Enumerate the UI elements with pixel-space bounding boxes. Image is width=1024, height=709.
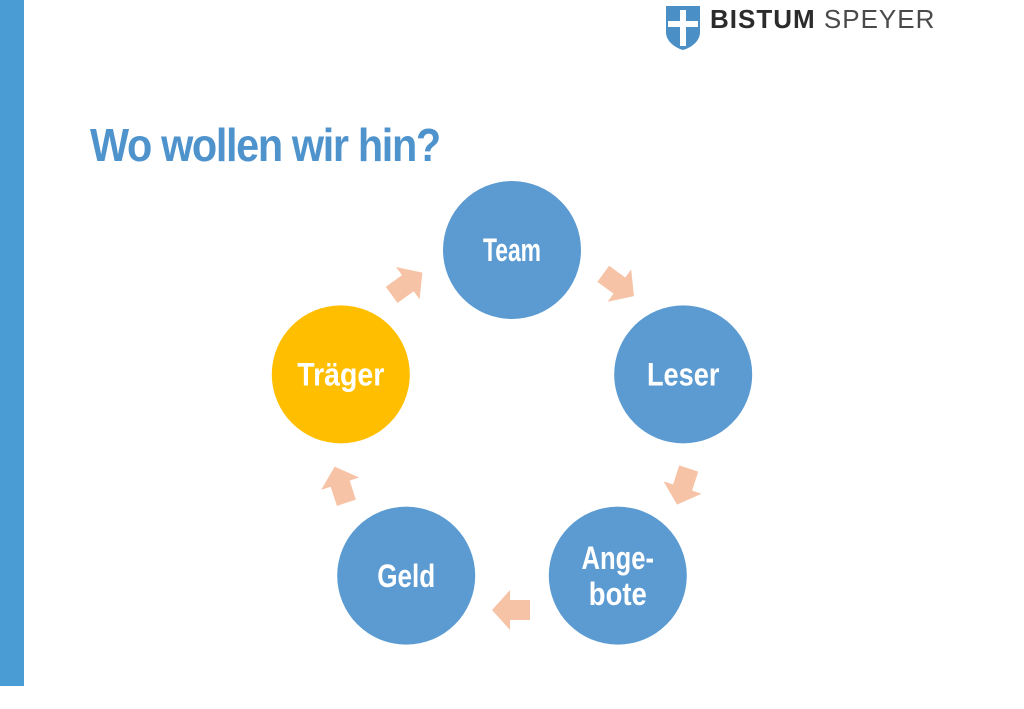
cycle-arrow — [492, 590, 530, 630]
cycle-node-label: Träger — [297, 357, 384, 393]
slide-title: Wo wollen wir hin? — [90, 119, 441, 171]
cycle-node-circle — [548, 506, 687, 645]
cycle-node-traeger: Träger — [271, 305, 410, 444]
shield-cross-icon — [666, 6, 700, 50]
cycle-node-circle — [337, 506, 476, 645]
cycle-node-circle — [271, 305, 410, 444]
cycle-arrow — [597, 265, 634, 302]
cycle-node-circle — [443, 181, 581, 319]
cycle-node-geld: Geld — [337, 506, 476, 645]
cycle-node-label: Team — [483, 232, 541, 268]
cycle-arrow — [385, 267, 423, 304]
cycle-node-team: Team — [443, 181, 581, 319]
cycle-node-label: Ange- — [582, 540, 655, 576]
cycle-arrow — [321, 466, 360, 506]
cycle-arrow — [663, 465, 702, 505]
logo-word-bistum: BISTUM — [710, 4, 816, 34]
cycle-node-circle — [614, 305, 753, 444]
bistum-speyer-logo: BISTUM SPEYER — [666, 6, 935, 52]
cycle-node-angebote: Ange-bote — [548, 506, 687, 645]
logo-word-speyer: SPEYER — [823, 4, 936, 34]
logo-text: BISTUM SPEYER — [710, 6, 935, 32]
cycle-node-leser: Leser — [614, 305, 753, 444]
cycle-node-label: bote — [589, 576, 647, 612]
cycle-node-label: Leser — [647, 357, 720, 393]
left-accent-bar — [0, 0, 24, 686]
cycle-node-label: Geld — [377, 558, 435, 594]
